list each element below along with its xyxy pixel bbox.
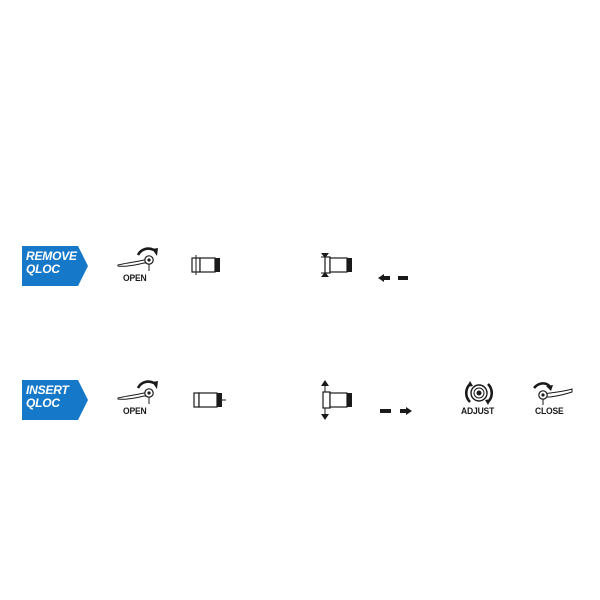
pull-out-arrow-icon <box>378 274 408 282</box>
adjust-knob-icon <box>464 381 494 405</box>
lever-open-icon <box>117 380 158 404</box>
remove-badge-line2: QLOC <box>26 262 60 276</box>
close-caption: CLOSE <box>535 406 564 417</box>
remove-open-caption: OPEN <box>123 273 147 284</box>
lever-open-icon <box>117 247 158 271</box>
lever-close-icon <box>533 382 573 405</box>
remove-qloc-label: REMOVE QLOC <box>26 250 78 276</box>
insert-badge-line2: QLOC <box>26 396 60 410</box>
axle-compress-icon <box>321 253 352 277</box>
insert-qloc-badge: INSERT QLOC <box>22 380 88 420</box>
axle-end-icon <box>191 255 220 275</box>
axle-end-icon <box>193 392 226 408</box>
insert-qloc-label: INSERT QLOC <box>26 384 78 410</box>
axle-expand-icon <box>321 380 352 420</box>
remove-badge-line1: REMOVE <box>26 249 77 263</box>
push-in-arrow-icon <box>380 407 412 415</box>
remove-qloc-badge: REMOVE QLOC <box>22 246 88 286</box>
insert-badge-line1: INSERT <box>26 383 69 397</box>
adjust-caption: ADJUST <box>461 406 495 417</box>
insert-open-caption: OPEN <box>123 406 147 417</box>
